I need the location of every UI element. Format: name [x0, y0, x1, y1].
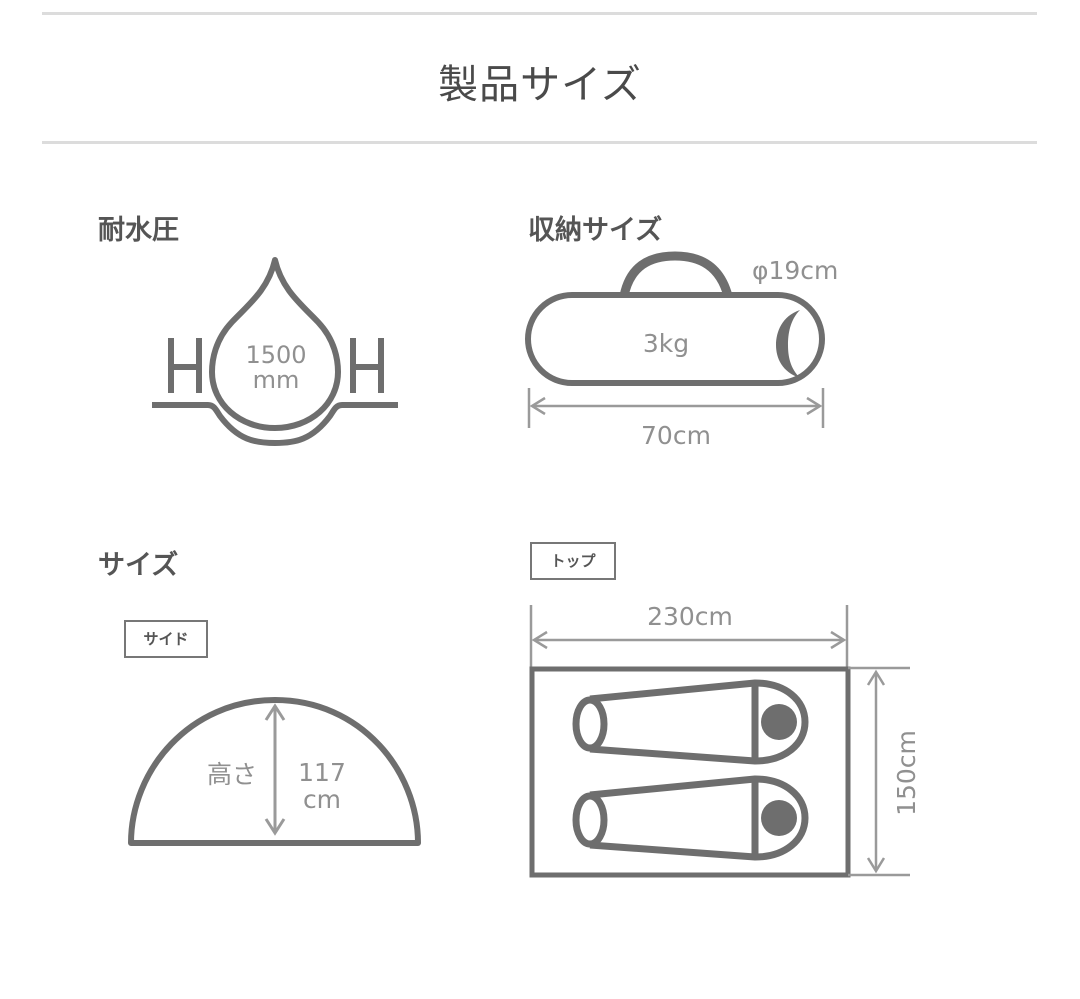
storage-length-dimension: [527, 388, 825, 428]
storage-weight: 3kg: [643, 329, 689, 358]
sleeper-head-icon: [761, 704, 797, 740]
height-unit: cm: [303, 785, 341, 814]
height-label: 高さ: [207, 760, 257, 789]
size-label: サイズ: [98, 550, 179, 581]
title-divider: [42, 141, 1037, 144]
water-pressure-value: 1500: [245, 341, 306, 369]
sleeping-bag-icon: [572, 679, 809, 765]
letter-h-left-icon: [168, 338, 202, 393]
storage-bag-icon: [525, 251, 825, 386]
water-pressure-label: 耐水圧: [98, 215, 179, 246]
page-title: 製品サイズ: [438, 62, 642, 108]
top-depth: 150cm: [892, 730, 921, 816]
sleeper-head-icon: [761, 800, 797, 836]
top-view-tag: トップ: [530, 542, 616, 580]
height-dimension: [264, 703, 286, 836]
side-view-tag: サイド: [124, 620, 208, 658]
storage-length: 70cm: [641, 421, 711, 450]
storage-diameter: φ19cm: [752, 256, 838, 285]
water-pressure-unit: mm: [253, 366, 300, 394]
depth-dimension: [848, 666, 910, 877]
width-dimension: [529, 605, 849, 668]
sleeping-bag-icon: [572, 775, 809, 861]
letter-h-right-icon: [350, 338, 384, 393]
height-value: 117: [298, 758, 346, 787]
storage-size-label: 収納サイズ: [528, 215, 663, 246]
top-width: 230cm: [647, 602, 733, 631]
top-divider: [42, 12, 1037, 15]
water-drop-icon: [152, 257, 398, 446]
